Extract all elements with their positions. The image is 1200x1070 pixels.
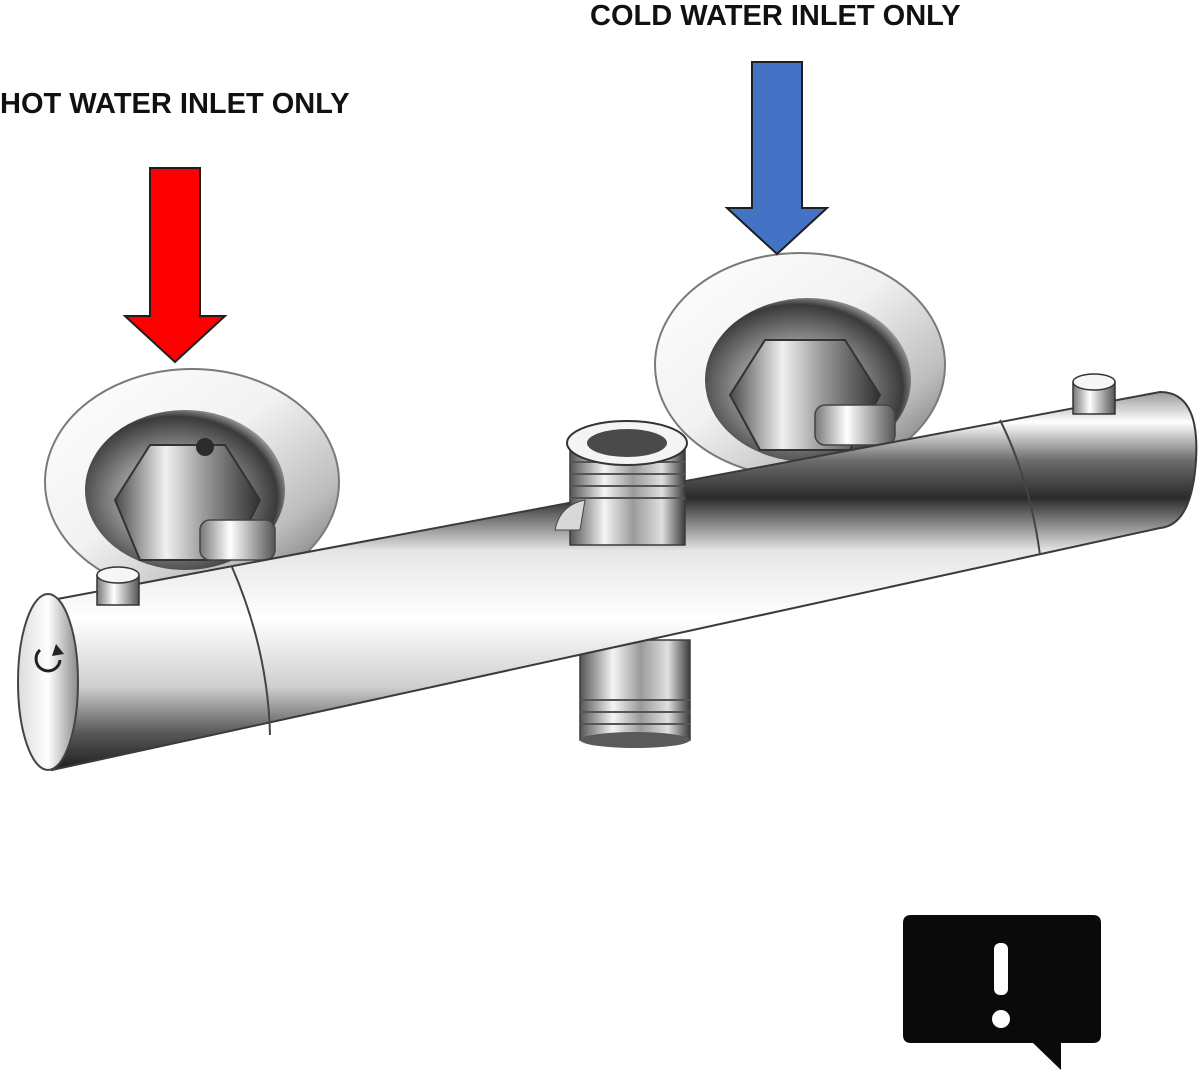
valve-body-bar	[17, 390, 1198, 772]
hot-water-label: HOT WATER INLET ONLY	[0, 88, 350, 120]
cold-inlet-fitting	[654, 252, 946, 478]
hot-inlet-fitting	[44, 368, 340, 596]
cold-arrow-icon	[724, 61, 830, 256]
right-stop-pin	[1072, 373, 1116, 415]
hot-arrow-icon	[122, 167, 228, 364]
top-outlet-thread	[554, 420, 688, 546]
cold-water-label: COLD WATER INLET ONLY	[590, 0, 961, 32]
left-stop-pin	[96, 566, 140, 606]
bottom-outlet-thread	[579, 639, 691, 748]
alert-speech-bubble-icon[interactable]	[903, 915, 1101, 1070]
